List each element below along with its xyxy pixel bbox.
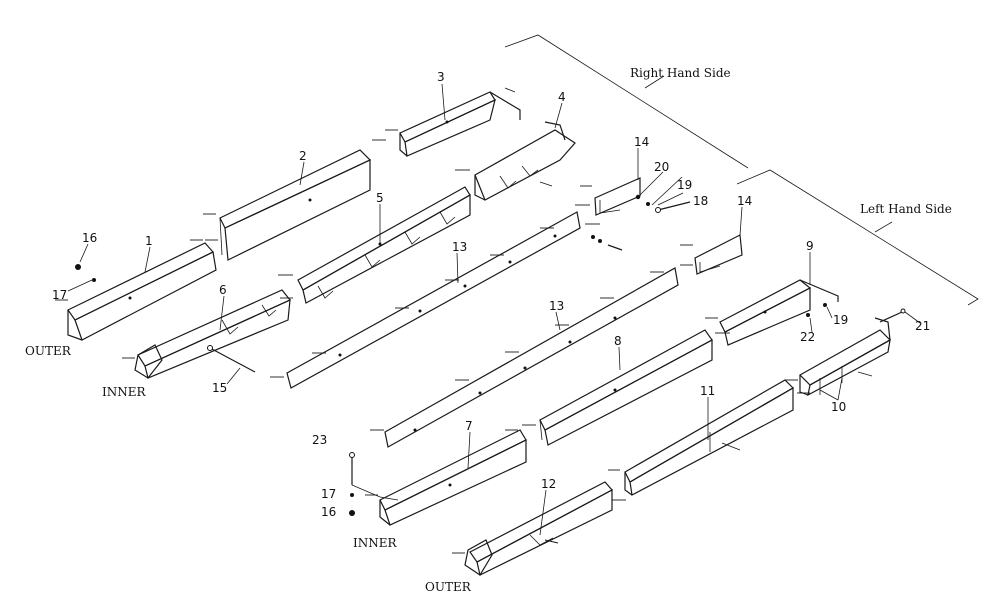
callout-8: 8 — [614, 334, 622, 348]
part-11-frame — [608, 379, 810, 501]
callout-7: 7 — [465, 419, 473, 433]
part-13-plate-lower — [370, 267, 679, 448]
inner-label-upper: INNER — [102, 385, 147, 399]
callout-23: 23 — [312, 433, 327, 447]
part-8-beam — [522, 329, 730, 446]
part-12-frame — [452, 481, 613, 576]
part-6-frame — [122, 289, 291, 379]
callout-19-lower: 19 — [833, 313, 848, 327]
part-5-frame — [278, 186, 471, 304]
outer-label-upper: OUTER — [25, 344, 72, 358]
part-9-beam — [705, 279, 839, 346]
callout-6: 6 — [219, 283, 227, 297]
right-hand-side-label: Right Hand Side — [630, 66, 731, 80]
callout-leaders — [67, 83, 921, 536]
callout-21: 21 — [915, 319, 930, 333]
nut-16-washer-17-upper — [75, 264, 96, 282]
callout-22: 22 — [800, 330, 815, 344]
part-7-beam — [365, 429, 527, 526]
part-14-plate-upper — [575, 177, 641, 216]
part-3-beam — [385, 87, 521, 157]
bolt-18-nut-19-washer-20 — [635, 194, 691, 213]
outer-label-lower: OUTER — [425, 580, 472, 594]
inner-label-lower: INNER — [353, 536, 398, 550]
part-1-beam — [55, 239, 217, 341]
callout-16-upper: 16 — [82, 231, 97, 245]
nut-22-washer-19 — [806, 303, 827, 317]
callout-14-lower: 14 — [737, 194, 752, 208]
callout-20: 20 — [654, 160, 669, 174]
part-10-frame — [785, 317, 891, 397]
callout-18: 18 — [693, 194, 708, 208]
callout-16-lower: 16 — [321, 505, 336, 519]
part-14-plate-lower — [680, 234, 743, 275]
right-hand-side-bracket — [504, 34, 749, 169]
callout-3: 3 — [437, 70, 445, 84]
left-hand-side-label: Left Hand Side — [860, 202, 952, 216]
callout-5: 5 — [376, 191, 384, 205]
callout-1: 1 — [145, 234, 153, 248]
callout-14-upper: 14 — [634, 135, 649, 149]
callout-4: 4 — [558, 90, 566, 104]
callout-12: 12 — [541, 477, 556, 491]
nut-16-washer-17-lower — [349, 493, 355, 516]
bolt-15 — [207, 345, 256, 373]
part-2-beam — [203, 139, 386, 261]
callout-15: 15 — [212, 381, 227, 395]
callout-9: 9 — [806, 239, 814, 253]
callout-10: 10 — [831, 400, 846, 414]
bolt-23 — [349, 452, 399, 501]
callout-17-lower: 17 — [321, 487, 336, 501]
part-13-plate-upper — [270, 211, 623, 389]
callout-13-upper: 13 — [452, 240, 467, 254]
callout-11: 11 — [700, 384, 715, 398]
callout-13-lower: 13 — [549, 299, 564, 313]
left-hand-side-bracket — [736, 169, 979, 306]
bolt-21 — [879, 308, 906, 323]
callout-2: 2 — [299, 149, 307, 163]
part-4-frame — [455, 121, 576, 201]
callout-19-upper: 19 — [677, 178, 692, 192]
callout-17-upper: 17 — [52, 288, 67, 302]
